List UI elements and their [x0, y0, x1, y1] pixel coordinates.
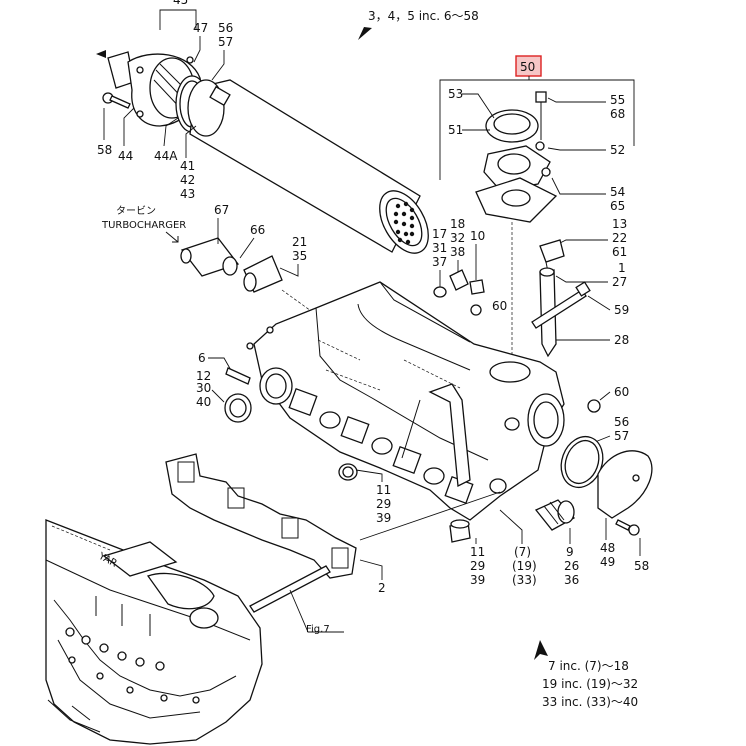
label-65: 65 — [610, 199, 625, 213]
footer-note-1: 7 inc. (7)～18 — [548, 659, 629, 673]
label-43: 43 — [180, 187, 195, 201]
fig-reference: Fig.7 — [306, 624, 330, 635]
label-17: 17 — [432, 227, 447, 241]
label-48: 48 — [600, 541, 615, 555]
sensor-13 — [539, 239, 565, 273]
label-13: 13 — [612, 217, 627, 231]
o-ring-56 — [560, 435, 604, 489]
label-6: 6 — [198, 351, 206, 365]
label-53: 53 — [448, 87, 463, 101]
cooler-cylinder — [187, 79, 429, 254]
label-51: 51 — [448, 123, 463, 137]
label-31: 31 — [432, 241, 447, 255]
label-1: 1 — [618, 261, 626, 275]
flange-assembly-50 — [475, 91, 558, 223]
direction-arrow-bottom — [534, 640, 548, 660]
stud-6 — [225, 367, 251, 385]
turbo-arrow — [165, 231, 179, 243]
label-18: 18 — [450, 217, 465, 231]
label-9: 9 — [566, 545, 574, 559]
label-52: 52 — [610, 143, 625, 157]
label-39-bottom: 39 — [470, 573, 485, 587]
nut-60-top — [470, 304, 482, 316]
label-32: 32 — [450, 231, 465, 245]
label-57-top: 57 — [218, 35, 233, 49]
label-60-top: 60 — [492, 299, 507, 313]
label-60-right: 60 — [614, 385, 629, 399]
label-21: 21 — [292, 235, 307, 249]
long-bolt-59 — [531, 281, 591, 329]
label-33: (33) — [512, 573, 537, 587]
long-stud — [249, 565, 331, 613]
turbo-label-jp: タービン — [116, 205, 156, 217]
label-45: 45 — [173, 0, 188, 7]
label-56-top: 56 — [218, 21, 233, 35]
label-42: 42 — [180, 173, 195, 187]
footer-note-3: 33 inc. (33)～40 — [542, 695, 638, 709]
label-11-left: 11 — [376, 483, 391, 497]
label-67: 67 — [214, 203, 229, 217]
label-41: 41 — [180, 159, 195, 173]
fitting-18 — [449, 269, 469, 291]
label-55: 55 — [610, 93, 625, 107]
label-44a: 44A — [154, 149, 178, 163]
manifold-gasket-2 — [165, 453, 357, 579]
label-68: 68 — [610, 107, 625, 121]
label-39-left: 39 — [376, 511, 391, 525]
label-7: (7) — [514, 545, 531, 559]
label-58-top: 58 — [97, 143, 112, 157]
washer-17 — [433, 286, 447, 298]
label-49: 49 — [600, 555, 615, 569]
label-11-bottom: 11 — [470, 545, 485, 559]
label-35: 35 — [292, 249, 307, 263]
label-2: 2 — [378, 581, 386, 595]
label-22: 22 — [612, 231, 627, 245]
label-59: 59 — [614, 303, 629, 317]
coupling-9 — [534, 499, 576, 531]
label-38: 38 — [450, 245, 465, 259]
bolt-58-top — [102, 92, 131, 109]
label-37: 37 — [432, 255, 447, 269]
plug-10 — [469, 279, 485, 295]
label-10: 10 — [470, 229, 485, 243]
seal-ring-12 — [224, 393, 252, 423]
label-44: 44 — [118, 149, 133, 163]
label-29-left: 29 — [376, 497, 391, 511]
label-66: 66 — [250, 223, 265, 237]
label-54: 54 — [610, 185, 625, 199]
label-27: 27 — [612, 275, 627, 289]
label-26: 26 — [564, 559, 579, 573]
header-note: 3，4，5 inc. 6～58 — [368, 9, 479, 23]
label-50: 50 — [520, 60, 535, 74]
sleeve-21 — [243, 255, 283, 293]
footer-note-2: 19 inc. (19)～32 — [542, 677, 638, 691]
direction-arrow-top — [358, 27, 372, 40]
label-19: (19) — [512, 559, 537, 573]
label-36: 36 — [564, 573, 579, 587]
label-58-right: 58 — [634, 559, 649, 573]
label-29-bottom: 29 — [470, 559, 485, 573]
sleeve-66 — [222, 256, 238, 276]
highlight-box-50 — [515, 55, 542, 77]
label-40: 40 — [196, 395, 211, 409]
label-30: 30 — [196, 381, 211, 395]
nut-60-right — [587, 399, 601, 413]
seal-11-left — [338, 463, 358, 481]
cover-48 — [597, 450, 653, 519]
engine-cylinder-head: YAR — [45, 519, 263, 745]
label-28: 28 — [614, 333, 629, 347]
label-57-right: 57 — [614, 429, 629, 443]
label-12: 12 — [196, 369, 211, 383]
exhaust-manifold-body — [246, 281, 565, 521]
label-61: 61 — [612, 245, 627, 259]
plug-11-bottom — [449, 519, 471, 543]
label-56-right: 56 — [614, 415, 629, 429]
turbo-label-en: TURBOCHARGER — [101, 220, 186, 231]
label-47: 47 — [193, 21, 208, 35]
bolt-58-right — [615, 519, 640, 536]
